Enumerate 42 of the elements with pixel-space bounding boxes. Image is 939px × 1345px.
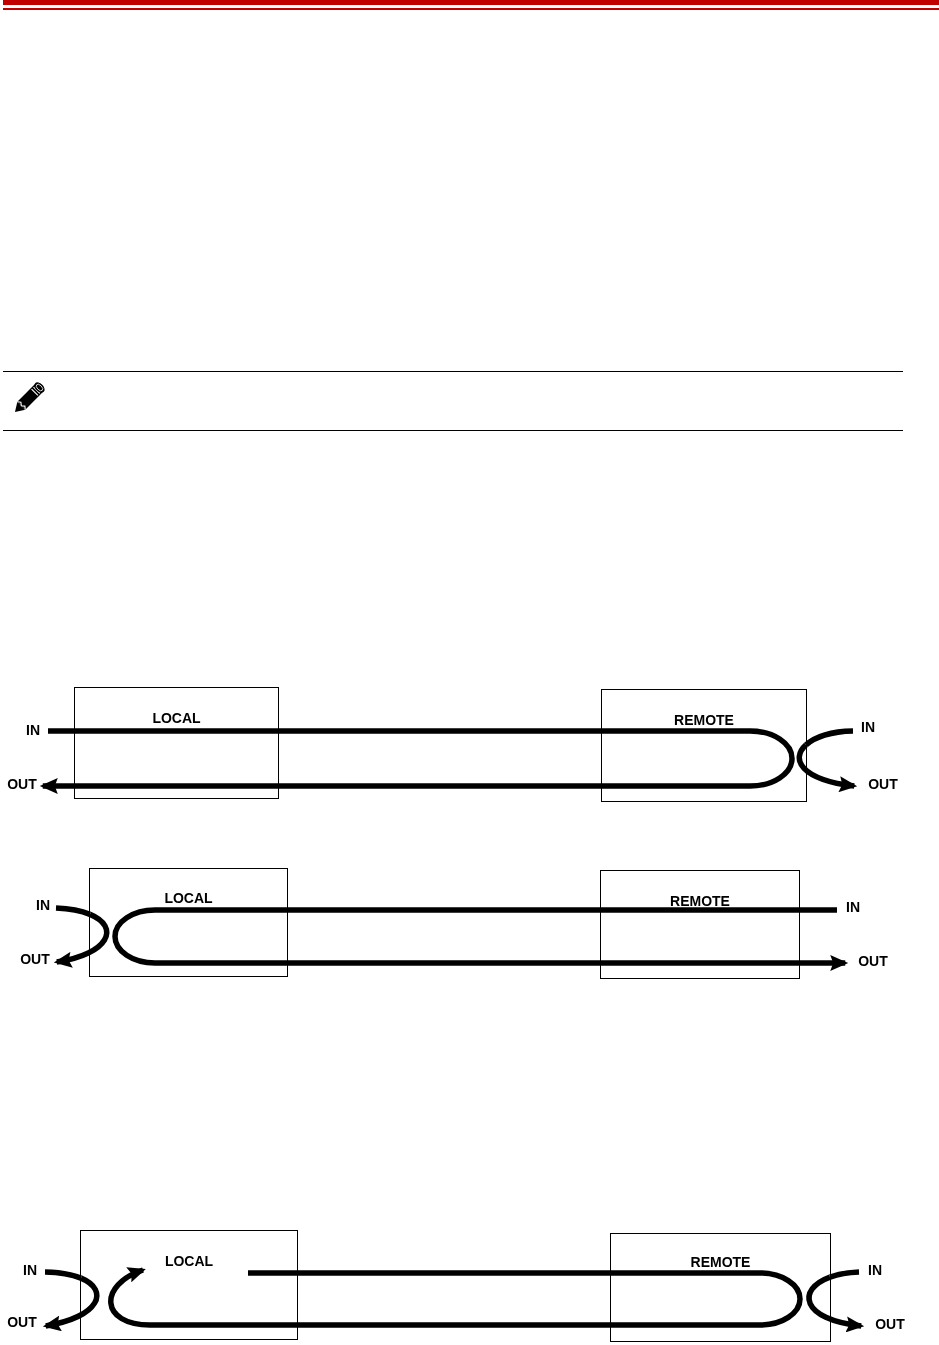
unit-box [89,868,288,977]
signal-label: OUT [7,776,37,792]
signal-label: IN [846,899,860,915]
signal-label: IN [868,1262,882,1278]
curved-arrow [42,1275,100,1331]
signal-label: OUT [20,951,50,967]
unit-label: REMOTE [670,893,730,909]
unit-label: LOCAL [152,710,201,726]
unit-label: LOCAL [164,890,213,906]
unit-label: LOCAL [164,1253,214,1269]
curved-line [829,1269,860,1280]
signal-label: OUT [7,1314,37,1330]
signal-line [278,783,602,789]
unit-label: REMOTE [690,1254,751,1270]
signal-line [287,960,799,966]
loopback-line [112,907,601,966]
curved-arrow [806,1274,865,1332]
signal-line [48,728,278,734]
curved-arrow [53,911,110,967]
loopback-line [278,728,795,789]
signal-label: IN [36,897,50,913]
curved-line [44,1269,82,1281]
curved-line [55,905,91,917]
curved-line [804,728,854,748]
return-arrow [108,1267,611,1328]
curved-arrow [796,743,858,792]
unit-label: REMOTE [674,712,734,728]
unit-box [610,1233,831,1342]
signal-label: OUT [875,1316,905,1332]
unit-box [74,687,279,799]
signal-label: IN [26,722,40,738]
loopback-line [248,1270,803,1328]
unit-box [601,689,807,802]
signal-line [601,907,837,913]
unit-box [600,870,800,979]
signal-label: IN [23,1262,37,1278]
unit-box [80,1230,298,1340]
signal-arrow [39,778,278,794]
signal-label: OUT [868,776,898,792]
signal-arrow [799,955,849,971]
signal-label: OUT [858,953,888,969]
signal-label: IN [861,719,875,735]
